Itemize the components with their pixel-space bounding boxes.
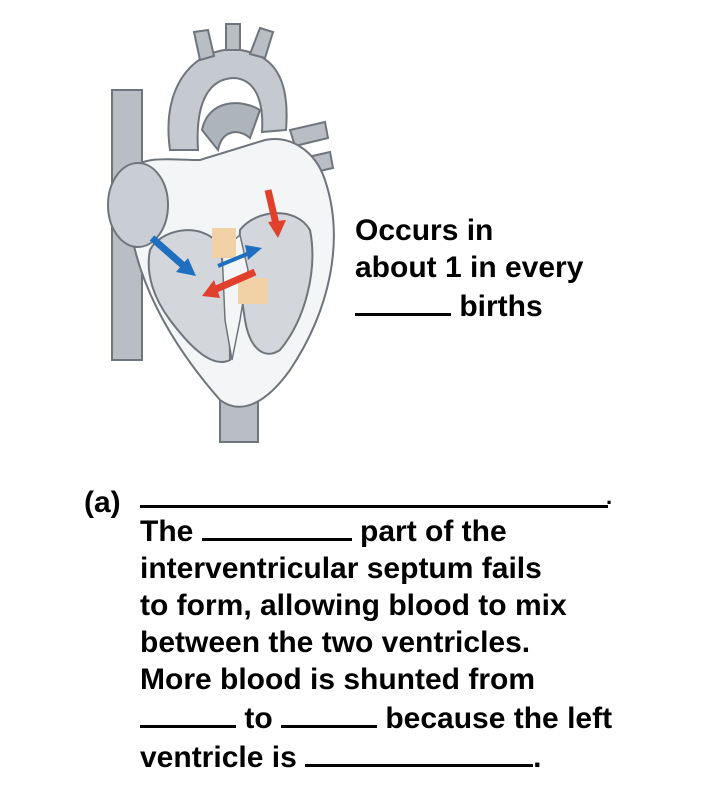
description-line-6: to because the left	[140, 698, 700, 737]
description-line-4: between the two ventricles.	[140, 626, 531, 659]
incidence-line-3: births	[355, 286, 583, 325]
incidence-line-1: Occurs in	[355, 214, 494, 247]
arch-branches	[192, 23, 275, 62]
incidence-line-2: about 1 in every	[355, 251, 584, 284]
description-line-2: interventricular septum fails	[140, 552, 542, 585]
description-line-3: to form, allowing blood to mix	[140, 589, 567, 622]
title-blank	[140, 505, 608, 508]
right-atrium	[107, 162, 169, 248]
heart-septal-defect-illustration	[107, 23, 335, 443]
blue-flow-arrow	[149, 235, 196, 276]
description-line-7: ventricle is .	[140, 737, 700, 776]
panel-label: (a)	[84, 486, 121, 519]
septal-defect-lower	[238, 278, 268, 304]
blue-cross-septum-arrow	[217, 245, 262, 268]
description-line-1: The part of the	[140, 511, 700, 550]
from-blank	[140, 698, 236, 728]
to-blank	[281, 698, 377, 728]
pulmonary-trunk	[200, 102, 262, 153]
ventricle-reason-blank	[305, 737, 534, 767]
incidence-text: Occurs in about 1 in every births	[355, 212, 583, 325]
red-flow-arrow	[264, 189, 286, 238]
incidence-blank	[355, 286, 451, 316]
description-line-5: More blood is shunted from	[140, 663, 535, 696]
aortic-arch	[167, 48, 288, 151]
description-text: The part of the interventricular septum …	[140, 511, 700, 776]
title-period: .	[606, 484, 613, 509]
location-blank	[201, 511, 352, 541]
septal-defect-upper	[212, 228, 236, 258]
red-cross-septum-arrow	[202, 268, 257, 298]
right-ventricle	[147, 229, 232, 363]
interventricular-septum	[221, 233, 249, 361]
